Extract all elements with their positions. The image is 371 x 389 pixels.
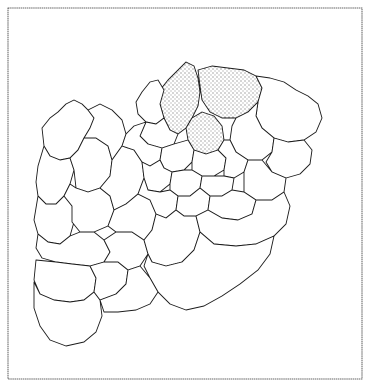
district-central-core-b[interactable] — [191, 149, 227, 177]
district-east-upper[interactable] — [265, 137, 313, 179]
district-far-south-west[interactable] — [99, 265, 159, 313]
district-central-north[interactable] — [121, 121, 163, 167]
district-north-west-hill[interactable] — [135, 79, 165, 125]
district-west-mid[interactable] — [33, 195, 75, 245]
map-border — [7, 7, 363, 380]
district-south-west-c[interactable] — [33, 281, 103, 347]
district-south-large[interactable] — [143, 231, 275, 311]
